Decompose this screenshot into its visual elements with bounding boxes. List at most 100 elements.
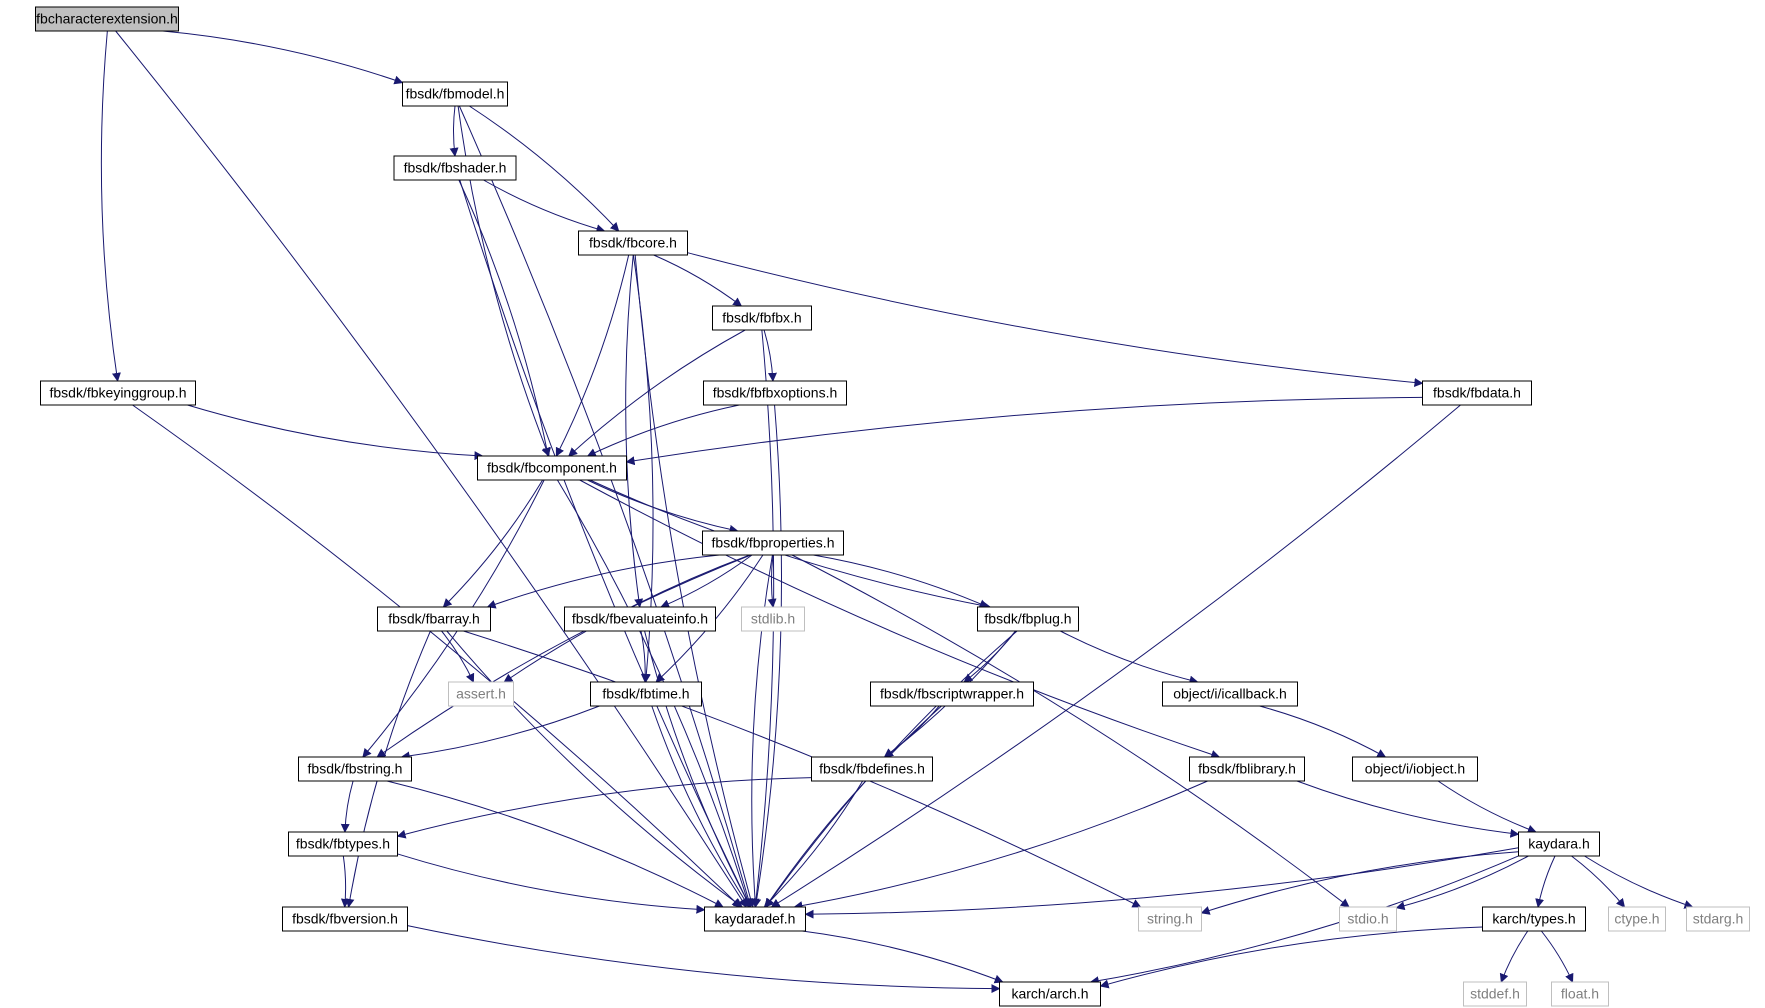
edge-fblibrary-to-kaydaradef [793,780,1208,911]
node-label: ctype.h [1614,911,1659,927]
edge-fbcore-to-fbevaluateinfo [625,254,644,608]
node-box [590,681,702,707]
node-fbfbxoptions[interactable]: fbsdk/fbfbxoptions.h [703,380,847,406]
edge-kaydaradef-to-karcharch [802,930,1004,984]
node-box [1686,906,1750,932]
node-fbkeyinggroup[interactable]: fbsdk/fbkeyinggroup.h [40,380,196,406]
node-fbcharacterextension[interactable]: fbcharacterextension.h [35,6,179,32]
node-stddef: stddef.h [1463,981,1527,1007]
edge-fbversion-to-karcharch [407,925,1001,994]
edge-fbshader-to-fbcomponent [458,179,551,457]
edge-fbcore-to-fbfbx [653,254,743,307]
node-fbscriptwrapper[interactable]: fbsdk/fbscriptwrapper.h [870,681,1034,707]
node-box [402,81,508,107]
edge-fbkeyinggroup-to-fbcomponent [187,404,484,461]
node-icallback[interactable]: object/i/icallback.h [1162,681,1298,707]
node-label: fbsdk/fbtime.h [602,686,689,702]
edge-fbdata-to-fbcomponent [625,396,1423,466]
edge-fbtypes-to-kaydaradef [397,853,706,914]
node-box [999,981,1101,1007]
node-stdarg: stdarg.h [1686,906,1750,932]
node-ctype: ctype.h [1608,906,1666,932]
edge-fbscriptwrapper-to-fbdefines [884,705,940,758]
edge-fbcharacterextension-to-fbkeyinggroup [100,30,121,382]
node-box [1608,906,1666,932]
edge-fbarray-to-kaydaradef [446,630,743,908]
node-label: object/i/icallback.h [1173,686,1287,702]
edge-fbmodel-to-kaydaradef [458,105,753,908]
node-stdlib: stdlib.h [741,606,805,632]
node-label: fbsdk/fbstring.h [308,761,403,777]
node-box [477,455,627,481]
edge-fbfbx-to-fbfbxoptions [763,329,777,382]
node-label: fbsdk/fbarray.h [388,611,480,627]
node-label: fbsdk/fblibrary.h [1198,761,1296,777]
node-box [288,831,398,857]
node-fbarray[interactable]: fbsdk/fbarray.h [377,606,491,632]
node-kaydaradef[interactable]: kaydaradef.h [704,906,806,932]
node-label: fbsdk/fbevaluateinfo.h [572,611,708,627]
edge-fbshader-to-kaydaradef [459,179,751,908]
edge-fbproperties-to-kaydaradef [750,554,773,908]
node-box [1352,756,1478,782]
node-fbdata[interactable]: fbsdk/fbdata.h [1422,380,1532,406]
node-box [1518,831,1600,857]
node-label: kaydaradef.h [715,911,796,927]
node-box [1422,380,1532,406]
edge-fbkeyinggroup-to-kaydaradef [132,404,742,908]
node-box [702,530,844,556]
edge-kaydara-to-karchtypes [1535,855,1556,908]
node-box [35,6,179,32]
node-label: float.h [1561,986,1599,1002]
node-fbtime[interactable]: fbsdk/fbtime.h [590,681,702,707]
node-fbversion[interactable]: fbsdk/fbversion.h [282,906,408,932]
node-box [377,606,491,632]
node-fblibrary[interactable]: fbsdk/fblibrary.h [1189,756,1305,782]
node-karchtypes[interactable]: karch/types.h [1482,906,1586,932]
node-box [1463,981,1527,1007]
node-box [393,155,517,181]
edges-layer [100,30,1694,994]
edge-fbdefines-to-fbtypes [396,777,812,839]
node-fbevaluateinfo[interactable]: fbsdk/fbevaluateinfo.h [564,606,716,632]
node-fbproperties[interactable]: fbsdk/fbproperties.h [702,530,844,556]
node-fbstring[interactable]: fbsdk/fbstring.h [298,756,412,782]
edge-fbcore-to-fbcomponent [555,254,630,457]
node-kaydara[interactable]: kaydara.h [1518,831,1600,857]
edge-fbcharacterextension-to-kaydaradef [115,30,747,908]
node-label: stddef.h [1470,986,1520,1002]
node-label: fbsdk/fbcore.h [589,235,677,251]
node-label: fbsdk/fbdata.h [1433,385,1521,401]
node-label: fbsdk/fbshader.h [404,160,507,176]
node-float: float.h [1551,981,1609,1007]
node-fbshader[interactable]: fbsdk/fbshader.h [393,155,517,181]
edge-karchtypes-to-karcharch [1099,926,1483,989]
node-fbfbx[interactable]: fbsdk/fbfbx.h [712,305,812,331]
node-karcharch[interactable]: karch/arch.h [999,981,1101,1007]
node-fbtypes[interactable]: fbsdk/fbtypes.h [288,831,398,857]
edge-fbcore-to-fbdata [687,252,1424,388]
node-box [703,380,847,406]
node-box [741,606,805,632]
node-label: string.h [1147,911,1193,927]
node-fbcore[interactable]: fbsdk/fbcore.h [578,230,688,256]
node-fbplug[interactable]: fbsdk/fbplug.h [977,606,1079,632]
node-iobject[interactable]: object/i/iobject.h [1352,756,1478,782]
edge-karchtypes-to-float [1540,930,1574,983]
edge-fbdata-to-kaydaradef [770,404,1461,908]
node-fbdefines[interactable]: fbsdk/fbdefines.h [811,756,933,782]
node-label: fbsdk/fbcomponent.h [487,460,617,476]
edge-fbarray-to-assert [441,630,475,683]
node-fbcomponent[interactable]: fbsdk/fbcomponent.h [477,455,627,481]
node-box [704,906,806,932]
edge-fbproperties-to-fbplug [813,554,989,608]
edge-fbproperties-to-fbarray [486,554,720,609]
node-fbmodel[interactable]: fbsdk/fbmodel.h [402,81,508,107]
node-label: fbcharacterextension.h [36,11,178,27]
node-label: stdlib.h [751,611,795,627]
edge-fbplug-to-icallback [1060,630,1199,685]
edge-kaydara-to-karcharch [1089,855,1519,986]
node-box [1138,906,1202,932]
edge-fbfbx-to-fbcomponent [568,329,746,457]
